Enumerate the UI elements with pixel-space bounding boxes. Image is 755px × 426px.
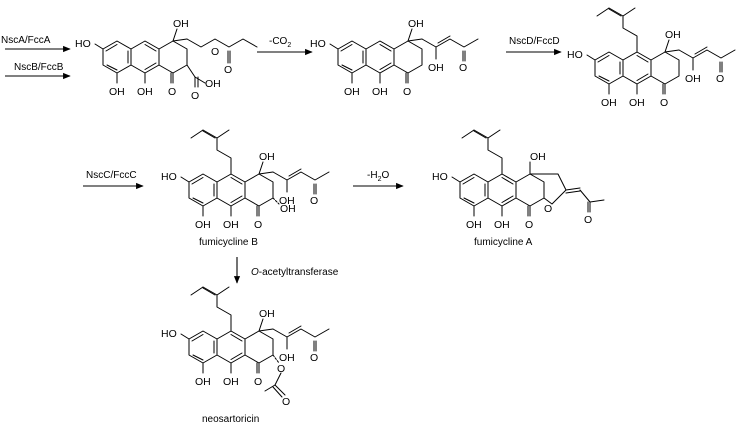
label-minus-h: -H: [367, 170, 378, 181]
atom-oh: OH: [530, 151, 546, 163]
atom-ho: HO: [161, 328, 177, 340]
atom-oh: OH: [466, 219, 482, 231]
atom-oh: OH: [223, 219, 239, 231]
arrow-step1: NscA/FccA NscB/FccB: [1, 35, 71, 80]
atom-oh: OH: [205, 78, 221, 90]
label-o-italic: O: [251, 267, 259, 278]
atom-o: O: [403, 86, 411, 98]
atom-oh: OH: [279, 352, 295, 364]
svg-text:O-acetyltransferase: O-acetyltransferase: [251, 267, 339, 278]
atom-oh: OH: [344, 86, 360, 98]
atom-oh: OH: [259, 308, 275, 320]
svg-text:-CO2: -CO2: [269, 36, 291, 49]
atom-oh: OH: [223, 376, 239, 388]
atom-oh: OH: [137, 86, 153, 98]
atom-o: O: [716, 73, 724, 85]
atom-o: O: [224, 64, 232, 76]
arrow-decarboxylation: -CO2: [257, 36, 313, 56]
atom-o: O: [282, 396, 290, 408]
atom-oh: OH: [428, 62, 444, 74]
atom-o: O: [191, 90, 199, 102]
atom-ho: HO: [567, 49, 583, 61]
arrow-prenylation: NscD/FccD: [506, 36, 562, 56]
atom-o: O: [168, 86, 176, 98]
atom-oh: OH: [279, 195, 295, 207]
atom-oh: OH: [665, 29, 681, 41]
atom-oh: OH: [685, 73, 701, 85]
atom-o: O: [211, 46, 219, 58]
atom-ho: HO: [75, 38, 91, 50]
label-h2o-tail: O: [381, 170, 389, 181]
name-fumicycline-b: fumicycline B: [199, 237, 258, 248]
compound-acid-intermediate: HO OH OH O O OH OH O O: [75, 18, 258, 102]
name-neosartoricin: neosartoricin: [202, 414, 259, 425]
svg-text:-H2O: -H2O: [367, 170, 389, 183]
compound-neosartoricin: HO OH OH O OH OH O O O: [161, 286, 330, 408]
atom-o: O: [525, 219, 533, 231]
atom-oh: OH: [280, 203, 296, 215]
atom-oh: OH: [109, 86, 125, 98]
atom-oh: OH: [195, 376, 211, 388]
label-nsca-fcca: NscA/FccA: [1, 35, 51, 46]
atom-oh: OH: [195, 219, 211, 231]
atom-o: O: [254, 376, 262, 388]
compound-fumicycline-b: HO OH OH O OH OH OH O: [161, 129, 330, 231]
atom-oh: OH: [601, 97, 617, 109]
arrow-dehydration: -H2O: [353, 170, 404, 190]
label-minus-co: -CO: [269, 36, 288, 47]
atom-o: O: [310, 195, 318, 207]
atom-o: O: [459, 62, 467, 74]
atom-o: O: [544, 203, 552, 215]
label-h2o-subscript: 2: [378, 176, 382, 183]
label-nscd-fccd: NscD/FccD: [509, 36, 560, 47]
atom-ho: HO: [310, 38, 326, 50]
arrow-hydroxylation: NscC/FccC: [83, 170, 144, 190]
atom-o: O: [660, 97, 668, 109]
atom-o: O: [310, 352, 318, 364]
atom-o: O: [584, 214, 592, 226]
label-nscb-fccb: NscB/FccB: [14, 62, 64, 73]
name-fumicycline-a: fumicycline A: [474, 237, 533, 248]
atom-oh: OH: [259, 151, 275, 163]
atom-oh: OH: [494, 219, 510, 231]
compound-decarboxylated-intermediate: HO OH OH O OH OH O: [310, 18, 479, 98]
atom-oh: OH: [629, 97, 645, 109]
label-nscc-fccc: NscC/FccC: [86, 170, 137, 181]
atom-oh: OH: [173, 18, 189, 30]
arrow-acetylation: O-acetyltransferase: [233, 257, 339, 284]
atom-o: O: [254, 219, 262, 231]
atom-ho: HO: [161, 171, 177, 183]
atom-oh: OH: [408, 18, 424, 30]
compound-prenylated-intermediate: HO OH OH O OH OH O: [567, 7, 736, 109]
atom-oh: OH: [372, 86, 388, 98]
atom-ho: HO: [432, 171, 448, 183]
label-acetyltransferase: -acetyltransferase: [259, 267, 339, 278]
label-co2-subscript: 2: [287, 42, 291, 49]
atom-o: O: [277, 363, 285, 375]
compound-fumicycline-a: HO OH OH O OH O O: [432, 129, 605, 231]
